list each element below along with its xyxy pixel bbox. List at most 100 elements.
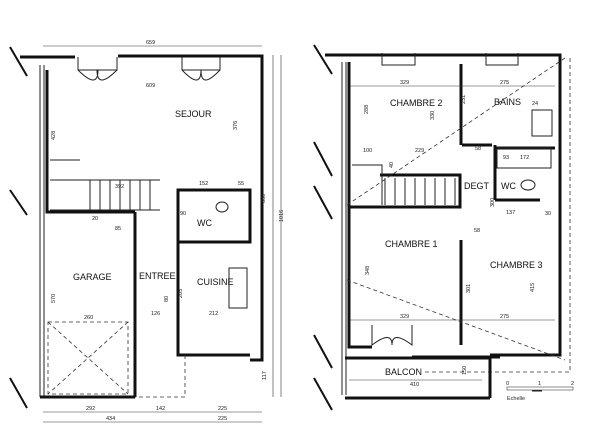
room-label-balcon: BALCON [385,367,422,377]
room-label-sejour: SEJOUR [175,109,212,119]
room-label-entree: ENTREE [139,271,176,281]
dimension-label: 126 [151,311,160,317]
dimension-label: 24 [532,101,538,107]
roof-outline [346,57,571,373]
balcon-door [371,325,413,346]
stair-wall [350,173,462,209]
dimension-label: 172 [520,155,529,161]
wc-wall [176,188,252,244]
dimension-label: 292 [86,406,95,412]
section-mark [313,185,333,220]
dimension-label: 80 [164,296,170,302]
scale-bar: 0 1 2 Echelle [506,381,574,402]
dimension-label: 1016 [279,210,285,222]
section-mark [9,46,28,77]
dimension-label: 275 [500,314,509,320]
dimension-label: 205 [178,289,184,298]
dimension-label: 275 [500,80,509,86]
porch-outline [135,355,186,398]
room-label-degt: DEGT [464,181,490,191]
dimension-label: 376 [233,121,239,130]
dimension-label: 860 [261,194,267,203]
section-mark [313,334,333,369]
section-mark [9,189,28,216]
stair-steps [352,164,456,205]
room-label-chambre-3: CHAMBRE 3 [490,260,543,270]
toilet [520,179,536,191]
dimension-label: 152 [199,181,208,187]
dimension-label: 288 [364,105,370,114]
dimension-label: 348 [365,266,371,275]
dimension-label: 58 [475,146,481,152]
dimension-label: 137 [506,210,515,216]
window [381,53,519,66]
section-mark [313,141,333,177]
stair-steps [89,180,151,210]
dimension-label: 40 [389,162,395,168]
dimension-label: 570 [51,294,57,303]
dimension-label: 30 [545,211,551,217]
dimension-label: 225 [218,416,227,422]
dimension-label: 142 [156,406,165,412]
party-wall [39,65,45,397]
room-label-cuisine: CUISINE [197,277,234,287]
dimension-label: 90 [180,211,186,217]
section-mark [9,377,28,409]
section-mark [313,377,333,411]
dimension-label: 85 [115,226,121,232]
dimension-label: 329 [400,80,409,86]
dimension-label: 659 [146,40,155,46]
room-label-wc: WC [197,218,212,228]
dimension-label: 229 [415,148,424,154]
dimension-label: 20 [92,216,98,222]
ground-floor-dimensions: 659 609 376 428 392 152 55 20 85 90 860 … [51,40,285,422]
section-mark [313,44,333,75]
upper-floor-plan: CHAMBRE 2 BAINS DEGT WC CHAMBRE 1 CHAMBR… [313,44,574,411]
dimension-label: 117 [262,371,268,380]
room-label-wc: WC [501,181,516,191]
dimension-label: 410 [410,382,419,388]
cuisine-wall [176,242,250,357]
bathtub [496,147,552,169]
garage-wall [40,212,137,399]
dimension-label: 225 [218,406,227,412]
dimension-label: 415 [530,283,536,292]
dimension-label: 150 [462,366,468,375]
dimension-label: 301 [466,284,472,293]
door-swing [77,69,221,81]
dimension-label: 300 [490,198,496,207]
room-label-chambre-2: CHAMBRE 2 [390,98,443,108]
dimension-label: 260 [84,315,93,321]
dimension-label: 329 [400,314,409,320]
dimension-label: 609 [146,83,155,89]
dimension-label: 231 [461,95,467,104]
toilet [215,201,229,213]
ground-floor-plan: SEJOUR GARAGE ENTREE CUISINE WC 659 609 … [9,40,285,423]
partition-wall [459,64,492,345]
dimension-label: 93 [503,155,509,161]
dimension-label: 392 [115,184,124,190]
dimension-label: 212 [209,311,218,317]
dimension-label: 58 [474,228,480,234]
room-label-chambre-1: CHAMBRE 1 [385,239,438,249]
scale-tick-label: 2 [571,381,574,387]
dimension-label: 100 [363,148,372,154]
dimension-label: 55 [238,181,244,187]
scale-tick-label: 1 [538,381,541,387]
scale-bar-label: Echelle [507,396,525,402]
sejour-wall [45,70,135,214]
wc-wall [493,145,555,202]
stair [50,159,160,211]
exterior-wall [325,53,562,357]
exterior-wall [20,54,264,362]
room-label-bains: BAINS [494,97,521,107]
upper-floor-dimensions: 329 275 288 330 231 100 229 40 58 93 172… [363,80,551,388]
party-wall [341,62,347,395]
washbasin [531,109,553,137]
balcon-wall [345,356,492,400]
scale-bar-rule [506,386,574,391]
garage-door-area [47,321,129,395]
garage-door-cross [47,321,129,395]
dimension-label: 428 [51,131,57,140]
